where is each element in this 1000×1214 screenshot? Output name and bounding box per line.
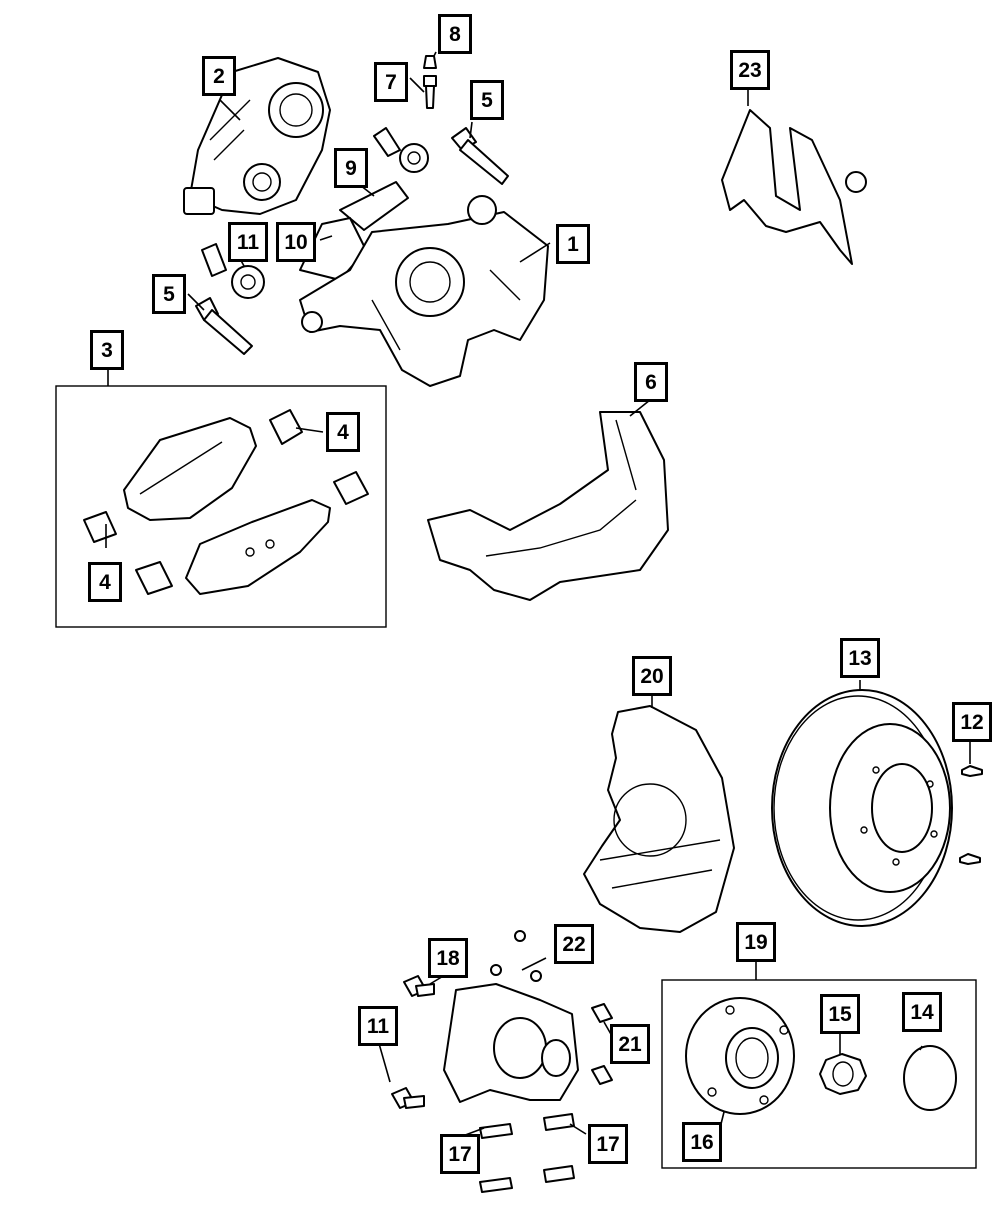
brake-pads-illustration xyxy=(123,417,331,595)
callout-8: 8 xyxy=(438,14,472,54)
callout-5-upper: 5 xyxy=(470,80,504,120)
callout-17-right: 17 xyxy=(588,1124,628,1164)
caliper-bracket-clips-illustration xyxy=(299,181,409,281)
callout-9: 9 xyxy=(334,148,368,188)
callout-11-lower: 11 xyxy=(358,1006,398,1046)
callout-4-lower: 4 xyxy=(88,562,122,602)
parking-brake-actuator-illustration xyxy=(183,57,331,215)
steering-knuckle-illustration xyxy=(443,983,579,1103)
wheel-studs-illustration xyxy=(959,765,983,865)
callout-4-upper: 4 xyxy=(326,412,360,452)
hub-bolts-illustration xyxy=(591,1003,613,1085)
guide-pin-bolt-lower-illustration xyxy=(195,297,253,355)
callout-7: 7 xyxy=(374,62,408,102)
hub-bearing-illustration xyxy=(685,997,795,1115)
bleeder-screw-illustration xyxy=(423,75,437,109)
callout-18: 18 xyxy=(428,938,468,978)
callout-13: 13 xyxy=(840,638,880,678)
guide-pin-bolt-upper-illustration xyxy=(451,127,509,185)
upper-bolt-bushing-illustration xyxy=(373,127,429,173)
callout-11-upper: 11 xyxy=(228,222,268,262)
callout-10: 10 xyxy=(276,222,316,262)
callout-6: 6 xyxy=(634,362,668,402)
callout-19: 19 xyxy=(736,922,776,962)
callout-5-lower: 5 xyxy=(152,274,186,314)
dust-shield-illustration xyxy=(583,705,735,933)
callout-23: 23 xyxy=(730,50,770,90)
hub-nut-illustration xyxy=(819,1053,867,1095)
brake-pad-kit-group-box xyxy=(55,385,387,628)
bleeder-cap-illustration xyxy=(423,55,437,69)
brake-caliper-illustration xyxy=(299,195,549,387)
callout-21: 21 xyxy=(610,1024,650,1064)
hub-bearing-kit-group-box xyxy=(661,979,977,1169)
callout-3: 3 xyxy=(90,330,124,370)
dust-cap-illustration xyxy=(903,1045,957,1111)
lower-bolt-bushing-illustration xyxy=(201,243,265,299)
brake-rotor-illustration xyxy=(771,689,953,927)
caliper-carrier-illustration xyxy=(427,411,669,601)
callout-16: 16 xyxy=(682,1122,722,1162)
callout-22: 22 xyxy=(554,924,594,964)
callout-12: 12 xyxy=(952,702,992,742)
callout-17-left: 17 xyxy=(440,1134,480,1174)
callout-15: 15 xyxy=(820,994,860,1034)
sensor-bracket-illustration xyxy=(721,109,867,265)
knuckle-mounting-bolts-illustration xyxy=(479,1113,575,1193)
callout-1: 1 xyxy=(556,224,590,264)
pad-clips-illustration xyxy=(83,409,369,595)
callout-20: 20 xyxy=(632,656,672,696)
shield-screws-illustration xyxy=(490,930,542,982)
callout-2: 2 xyxy=(202,56,236,96)
knuckle-bolts-illustration xyxy=(391,975,435,1109)
callout-14: 14 xyxy=(902,992,942,1032)
